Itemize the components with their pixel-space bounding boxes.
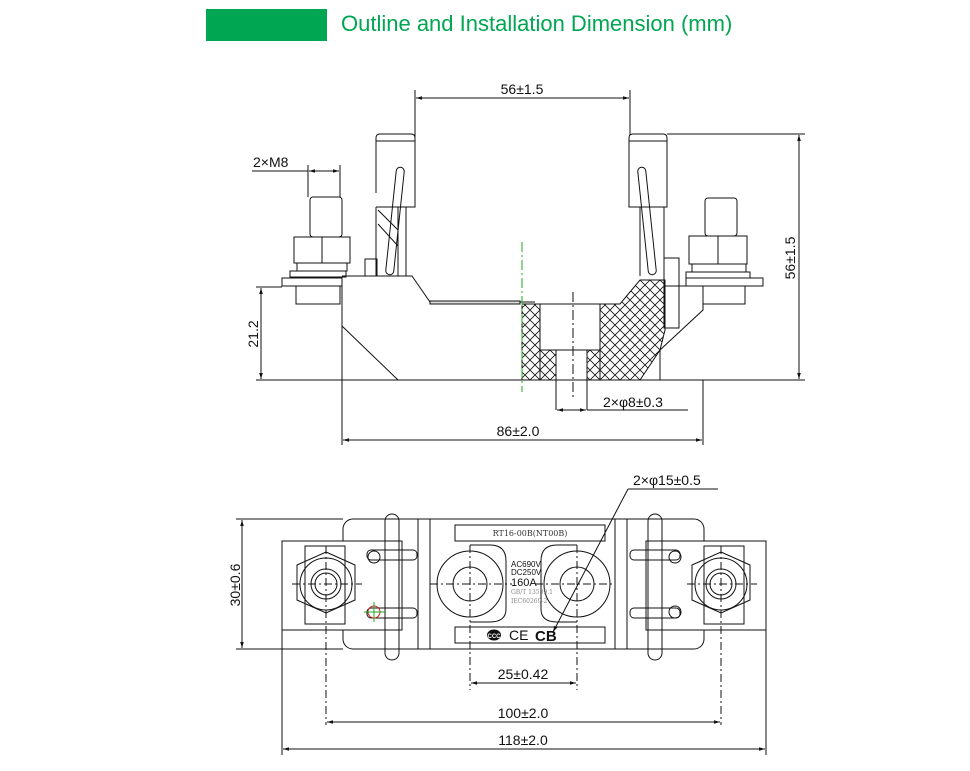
svg-text:CCC: CCC <box>488 634 502 640</box>
hatched-section <box>521 279 666 410</box>
dim-total-height <box>667 133 805 381</box>
dim-overall-length <box>281 630 767 755</box>
thread-label: 2×M8 <box>253 154 289 170</box>
ccc-mark-icon: CCC <box>487 629 502 641</box>
title-accent-bar <box>206 9 327 41</box>
side-view <box>252 90 805 445</box>
dim-contact-gap <box>414 90 631 140</box>
right-clip <box>629 513 682 661</box>
left-contact-blade <box>364 133 416 277</box>
base-height-label: 21.2 <box>245 320 261 347</box>
left-fuse-hole <box>430 544 512 690</box>
dc-rating: DC250V <box>511 568 542 577</box>
ce-mark-icon: CE <box>509 627 528 643</box>
base-width-label: 86±2.0 <box>497 423 540 439</box>
page-title: Outline and Installation Dimension (mm) <box>341 11 733 36</box>
right-contact-blade <box>628 133 680 329</box>
contact-gap-label: 56±1.5 <box>501 81 544 97</box>
top-view <box>236 488 767 755</box>
left-clip <box>364 513 418 661</box>
hole-spacing-label: 25±0.42 <box>498 666 549 682</box>
total-height-label: 56±1.5 <box>782 236 798 279</box>
dim-terminal-diameter <box>552 488 718 633</box>
standard-iec: IEC60269-2 <box>511 598 547 605</box>
mount-hole-label: 2×φ8±0.3 <box>603 394 663 410</box>
overall-length-label: 118±2.0 <box>498 732 548 748</box>
cb-mark-icon: CB <box>535 628 557 645</box>
dim-width <box>236 518 343 650</box>
dim-thread <box>252 165 341 197</box>
right-bolt-assembly <box>685 197 764 305</box>
right-fuse-hole <box>535 544 615 690</box>
width-label: 30±0.6 <box>227 563 243 606</box>
mount-spacing-label: 100±2.0 <box>498 705 549 721</box>
model-label: RT16-00B(NT00B) <box>493 529 568 538</box>
left-bolt-assembly <box>281 196 351 305</box>
standard-gb: GB/T 13539.1 <box>511 589 553 596</box>
terminal-diameter-label: 2×φ15±0.5 <box>633 472 701 488</box>
left-terminal <box>281 540 403 725</box>
marks-plate <box>454 626 606 644</box>
dim-base-width <box>341 380 704 445</box>
current-rating: 160A <box>511 577 537 589</box>
ac-rating: AC690V <box>511 560 541 569</box>
dim-base-height <box>256 286 342 381</box>
right-terminal <box>645 540 767 725</box>
